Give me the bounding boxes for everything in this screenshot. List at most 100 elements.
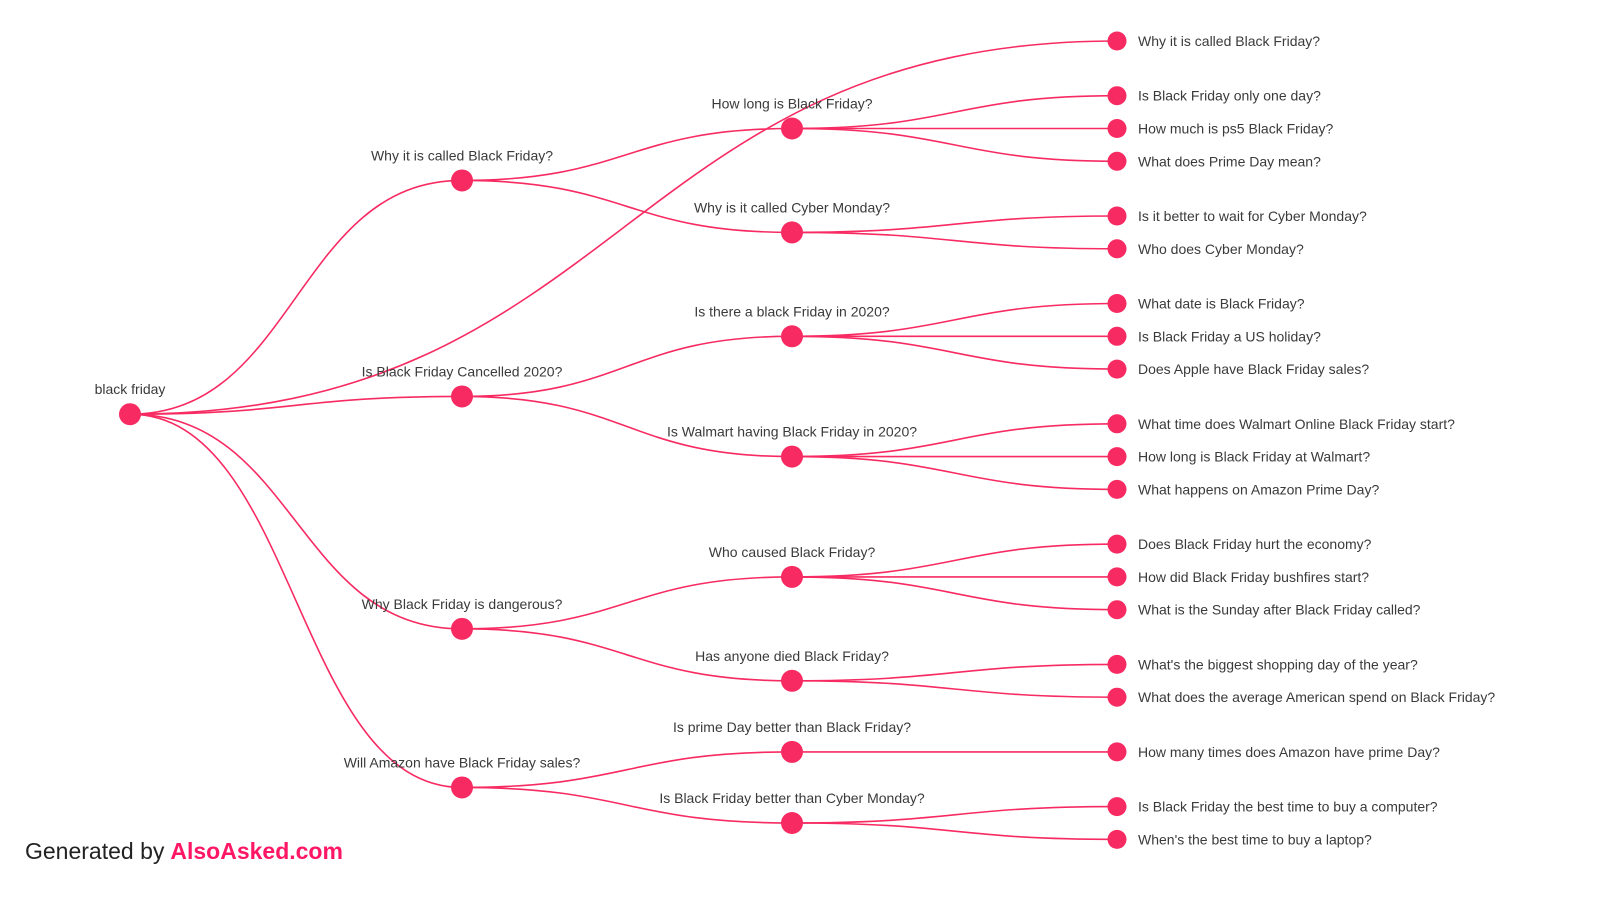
tree-leaf-label: Does Black Friday hurt the economy? [1138, 536, 1372, 552]
tree-link [129, 413, 463, 789]
tree-link [129, 40, 1118, 416]
tree-node-dot[interactable] [781, 669, 803, 692]
tree-leaf-dot[interactable] [1107, 479, 1127, 499]
tree-leaf-dot[interactable] [1107, 567, 1127, 587]
tree-link [461, 628, 793, 682]
tree-link [461, 335, 793, 398]
tree-leaf-label: What happens on Amazon Prime Day? [1138, 481, 1379, 497]
tree-link [129, 413, 463, 630]
tree-link [791, 215, 1118, 234]
tree-leaf-dot[interactable] [1107, 600, 1127, 620]
tree-node-label: Who caused Black Friday? [709, 544, 876, 560]
tree-leaf-dot[interactable] [1107, 414, 1127, 434]
tree-leaf-label: What is the Sunday after Black Friday ca… [1138, 602, 1421, 618]
tree-leaf-label: Does Apple have Black Friday sales? [1138, 361, 1369, 377]
tree-leaf-dot[interactable] [1107, 534, 1127, 554]
tree-node-dot[interactable] [119, 403, 141, 426]
tree-node-label: black friday [95, 381, 166, 397]
tree-link [791, 663, 1118, 682]
tree-node-dot[interactable] [781, 445, 803, 468]
tree-leaf-dot[interactable] [1107, 206, 1127, 226]
tree-leaf-dot[interactable] [1107, 239, 1127, 259]
tree-leaf-label: How many times does Amazon have prime Da… [1138, 744, 1440, 760]
tree-leaf-dot[interactable] [1107, 359, 1127, 379]
tree-node-label: Has anyone died Black Friday? [695, 648, 889, 664]
tree-dots [119, 31, 1127, 849]
tree-leaf-label: Is Black Friday a US holiday? [1138, 328, 1321, 344]
tree-leaf-label: Is it better to wait for Cyber Monday? [1138, 208, 1367, 224]
tree-leaf-label: What time does Walmart Online Black Frid… [1138, 416, 1455, 432]
tree-links [129, 40, 1118, 841]
tree-node-dot[interactable] [781, 221, 803, 244]
tree-node-label: Is Walmart having Black Friday in 2020? [667, 424, 917, 440]
tree-link [791, 576, 1118, 611]
tree-node-label: Is prime Day better than Black Friday? [673, 719, 911, 735]
tree-link [791, 680, 1118, 698]
tree-link [461, 127, 793, 182]
tree-leaf-dot[interactable] [1107, 151, 1127, 171]
tree-leaf-dot[interactable] [1107, 829, 1127, 849]
tree-leaf-dot[interactable] [1107, 447, 1127, 467]
tree-node-dot[interactable] [781, 565, 803, 588]
tree-leaf-label: How long is Black Friday at Walmart? [1138, 449, 1370, 465]
tree-leaf-dot[interactable] [1107, 742, 1127, 762]
tree-link [791, 455, 1118, 491]
tree-node-dot[interactable] [451, 776, 473, 799]
tree-leaf-label: When's the best time to buy a laptop? [1138, 831, 1372, 847]
tree-leaf-dot[interactable] [1107, 797, 1127, 817]
tree-node-dot[interactable] [781, 812, 803, 834]
tree-link [461, 179, 793, 234]
tree-node-label: Why is it called Cyber Monday? [694, 199, 890, 215]
tree-node-label: Why Black Friday is dangerous? [362, 596, 563, 612]
tree-leaf-dot[interactable] [1107, 326, 1127, 346]
tree-leaf-label: What's the biggest shopping day of the y… [1138, 656, 1418, 672]
tree-link [791, 231, 1118, 250]
tree-link [461, 751, 793, 789]
tree-node-label: Is Black Friday better than Cyber Monday… [659, 790, 925, 806]
tree-node-label: Is Black Friday Cancelled 2020? [362, 363, 563, 379]
tree-link [461, 786, 793, 824]
tree-node-dot[interactable] [451, 617, 473, 640]
tree-node-label: Is there a black Friday in 2020? [694, 303, 890, 319]
tree-leaf-dot[interactable] [1107, 86, 1127, 106]
tree-link [129, 395, 463, 416]
tree-node-dot[interactable] [781, 117, 803, 140]
tree-link [791, 805, 1118, 824]
tree-link [791, 543, 1118, 578]
tree-leaf-label: What date is Black Friday? [1138, 296, 1305, 312]
tree-node-label: Will Amazon have Black Friday sales? [344, 754, 581, 770]
tree-labels: Why it is called Black Friday? Is Black F… [95, 33, 1496, 847]
tree-node-dot[interactable] [451, 169, 473, 192]
tree-leaf-dot[interactable] [1107, 654, 1127, 674]
tree-leaf-label: How much is ps5 Black Friday? [1138, 121, 1334, 137]
tree-leaf-label: Who does Cyber Monday? [1138, 241, 1304, 257]
tree-leaf-label: Is Black Friday only one day? [1138, 88, 1321, 104]
tree-node-dot[interactable] [781, 325, 803, 348]
tree-link [791, 335, 1118, 370]
tree-node-label: How long is Black Friday? [711, 96, 872, 112]
tree-leaf-dot[interactable] [1107, 31, 1127, 51]
tree-link [461, 576, 793, 630]
footer-generated-by-text: Generated by [25, 838, 165, 864]
tree-leaf-label: Why it is called Black Friday? [1138, 33, 1320, 49]
tree-link [791, 822, 1118, 841]
tree-leaf-dot[interactable] [1107, 294, 1127, 313]
tree-link [129, 179, 463, 416]
tree-link [461, 395, 793, 458]
alsoasked-link[interactable]: AlsoAsked.com [170, 838, 343, 864]
tree-leaf-label: How did Black Friday bushfires start? [1138, 569, 1369, 585]
tree-leaf-label: Is Black Friday the best time to buy a c… [1138, 799, 1438, 815]
tree-link [791, 423, 1118, 458]
tree-leaf-label: What does the average American spend on … [1138, 689, 1495, 705]
tree-link [791, 94, 1118, 130]
tree-link [791, 127, 1118, 163]
tree-node-dot[interactable] [451, 385, 473, 408]
tree-node-dot[interactable] [781, 740, 803, 763]
tree-link [791, 302, 1118, 338]
tree-leaf-dot[interactable] [1107, 119, 1127, 138]
tree-leaf-dot[interactable] [1107, 687, 1127, 707]
tree-node-label: Why it is called Black Friday? [371, 147, 553, 163]
